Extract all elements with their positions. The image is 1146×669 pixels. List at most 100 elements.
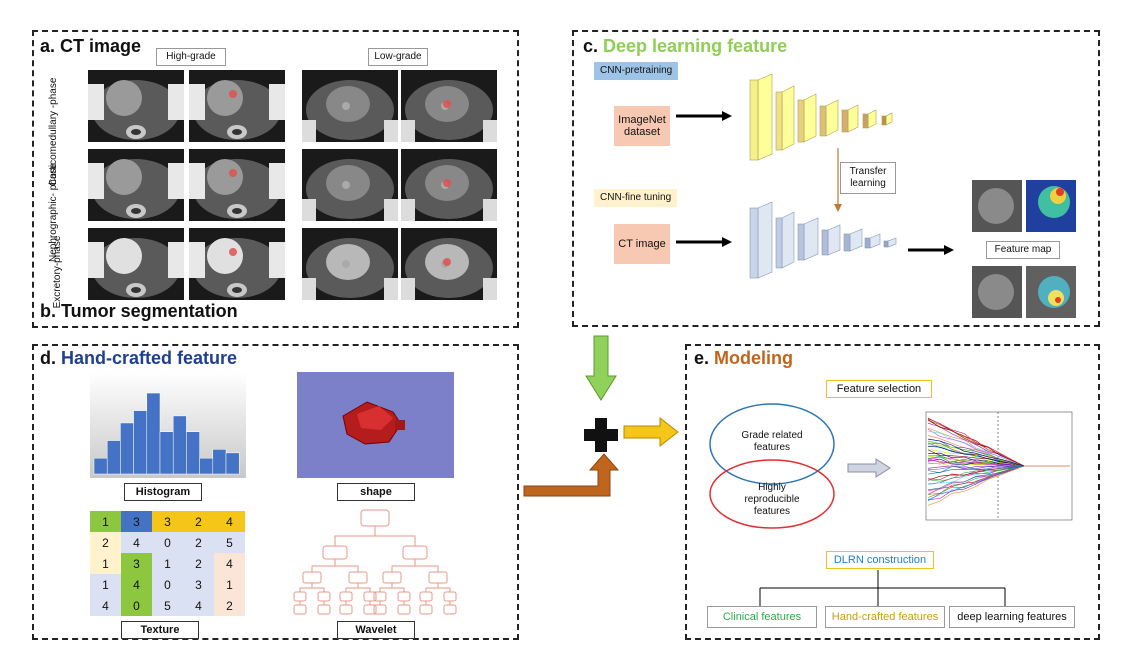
lasso-path (927, 465, 1025, 498)
clinical-features-box: Clinical features (707, 606, 817, 628)
ct-thumbnail (88, 228, 184, 300)
texture-cell: 1 (152, 553, 183, 574)
fusion-connectors (523, 335, 679, 497)
reproducible-label: Highly reproducible features (744, 482, 800, 517)
texture-cell: 4 (121, 574, 152, 595)
texture-cell: 2 (214, 595, 245, 616)
texture-cell: 2 (183, 532, 214, 553)
histogram-bar (120, 422, 134, 475)
texture-cell: 1 (90, 511, 121, 532)
transfer-learning-label: Transfer learning (840, 162, 896, 194)
histogram-bar (93, 457, 108, 475)
texture-cell: 3 (152, 511, 183, 532)
brown-connector-arrow (523, 453, 620, 497)
feature-selection-label: Feature selection (826, 380, 932, 398)
deep-learning-features-box: deep learning features (949, 606, 1075, 628)
texture-cell: 4 (183, 595, 214, 616)
panel-modeling (685, 344, 1100, 640)
panel-e-title: e. Modeling (694, 348, 794, 368)
texture-cell: 5 (152, 595, 183, 616)
feature-map-images (972, 180, 1076, 318)
histogram-bar (146, 392, 161, 475)
texture-cell: 2 (90, 532, 121, 553)
texture-cell: 1 (214, 574, 245, 595)
plus-icon (584, 418, 618, 452)
histogram-label: Histogram (124, 483, 202, 501)
selection-arrow (847, 458, 891, 478)
lasso-path (927, 442, 1025, 467)
texture-cell: 5 (214, 532, 245, 553)
texture-cell: 4 (90, 595, 121, 616)
lasso-path (927, 463, 1025, 467)
panel-a-title: a. CT image (40, 36, 142, 56)
texture-cell: 1 (90, 574, 121, 595)
ct-thumbnail (401, 149, 497, 221)
lasso-path (927, 465, 1025, 482)
wavelet-label: Wavelet (337, 621, 415, 639)
ct-thumbnail (302, 149, 398, 221)
dlrn-tree-lines (759, 570, 1006, 606)
ct-thumbnail (401, 70, 497, 142)
histogram-bar (172, 415, 187, 475)
histogram-bar (225, 452, 240, 475)
histogram-bar (199, 457, 214, 475)
ct-thumbnail (189, 228, 285, 300)
histogram-bar (133, 410, 148, 475)
lasso-path (927, 441, 1025, 467)
feature-map-label: Feature map (986, 241, 1060, 259)
yellow-right-arrow (623, 416, 679, 448)
ct-thumbnail (302, 70, 398, 142)
imagenet-arrow (676, 111, 732, 121)
ct-image-arrow (676, 237, 732, 247)
green-down-arrow (585, 335, 617, 401)
panel-hand-crafted (32, 344, 519, 640)
texture-cell: 0 (121, 595, 152, 616)
lasso-path (927, 438, 1025, 467)
cnn-diagram (676, 73, 1076, 318)
ct-thumbnail (401, 228, 497, 300)
histogram-bar (106, 440, 121, 475)
texture-cell: 3 (121, 553, 152, 574)
ct-image-box: CT image (614, 224, 670, 264)
cnn-finetune-tag: CNN-fine tuning (594, 189, 678, 207)
texture-cell: 2 (183, 511, 214, 532)
panel-b-title: b. Tumor segmentation (40, 301, 238, 321)
panel-ct-segmentation (32, 30, 519, 328)
hand-crafted-features-box: Hand-crafted features (825, 606, 945, 628)
texture-cell: 4 (214, 553, 245, 574)
lasso-path (927, 465, 1025, 474)
texture-label: Texture (121, 621, 199, 639)
lasso-path (927, 417, 1025, 467)
ct-thumbnail (189, 149, 285, 221)
panel-deep-learning (572, 30, 1100, 327)
texture-cell: 0 (152, 532, 183, 553)
texture-cell: 4 (214, 511, 245, 532)
ct-thumbnail (302, 228, 398, 300)
imagenet-box: ImageNet dataset (614, 106, 670, 146)
lasso-path (927, 465, 1025, 502)
lasso-path (927, 465, 1025, 500)
lasso-plot (925, 411, 1073, 521)
texture-cell: 3 (121, 511, 152, 532)
texture-cell: 3 (183, 574, 214, 595)
texture-cell: 0 (152, 574, 183, 595)
lasso-path (927, 465, 1025, 470)
pretrain-cnn-layers (749, 73, 893, 161)
high-grade-label: High-grade (156, 48, 226, 66)
transfer-arrow (834, 148, 842, 212)
lasso-path (927, 465, 1025, 491)
ct-thumbnail (88, 70, 184, 142)
histogram-chart (90, 372, 246, 478)
grade-related-label: Grade related features (741, 430, 803, 453)
ct-thumbnail (88, 149, 184, 221)
venn-diagram (709, 403, 835, 529)
lasso-path (927, 452, 1025, 467)
texture-cell: 4 (121, 532, 152, 553)
dlrn-label: DLRN construction (826, 551, 934, 569)
shape-render (297, 372, 454, 478)
ct-thumbnail (189, 70, 285, 142)
texture-cell: 2 (183, 553, 214, 574)
lasso-path (927, 430, 1025, 467)
texture-cell: 1 (90, 553, 121, 574)
finetune-cnn-layers (749, 201, 897, 279)
